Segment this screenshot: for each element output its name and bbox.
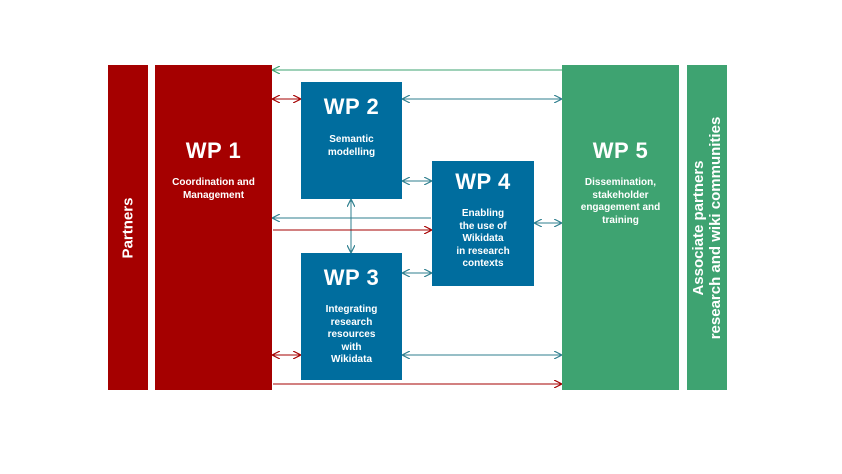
wp4-subtitle: Enabling the use of Wikidata in research… (456, 208, 510, 269)
associate-partners-column: Associate partners research and wiki com… (687, 65, 727, 390)
wp1-box: WP 1 Coordination and Management (155, 65, 272, 390)
wp2-title: WP 2 (323, 94, 380, 119)
wp1-subtitle: Coordination and Management (172, 177, 255, 201)
wp1-title: WP 1 (185, 138, 242, 163)
wp3-subtitle: Integrating research resources with Wiki… (325, 304, 378, 365)
wp4-title: WP 4 (455, 169, 511, 194)
wp3-box: WP 3 Integrating research resources with… (301, 253, 402, 380)
wp3-title: WP 3 (323, 265, 380, 290)
wp5-subtitle: Dissemination, stakeholder engagement an… (580, 177, 661, 226)
wp5-box: WP 5 Dissemination, stakeholder engageme… (562, 65, 679, 390)
wp4-box: WP 4 Enabling the use of Wikidata in res… (432, 161, 534, 286)
wp2-subtitle: Semantic modelling (327, 134, 376, 158)
wp5-title: WP 5 (592, 138, 649, 163)
wp2-box: WP 2 Semantic modelling (301, 82, 402, 199)
partners-column: Partners (108, 65, 148, 390)
